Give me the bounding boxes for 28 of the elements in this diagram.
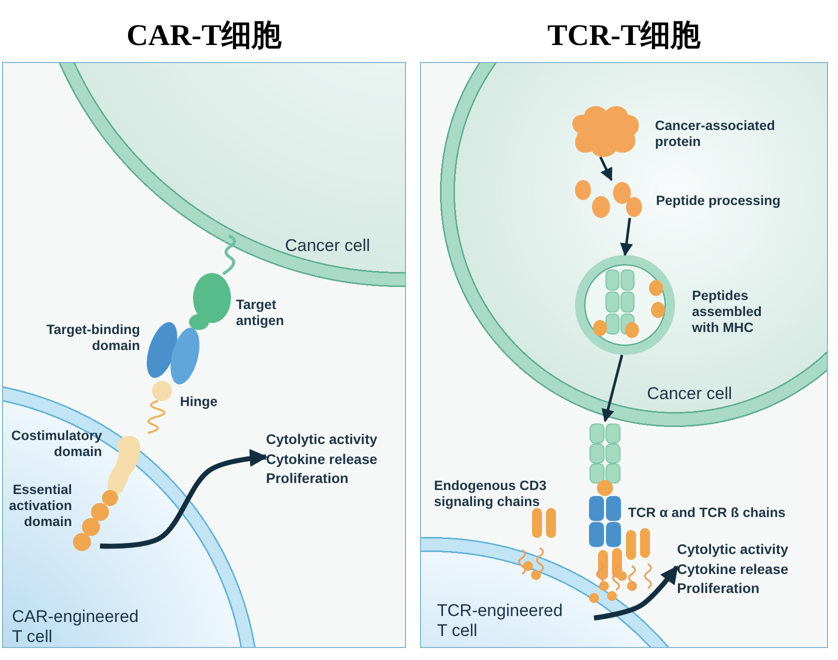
- panel-title: CAR-T细胞: [126, 18, 283, 54]
- tcr-complex-drawing: [586, 421, 624, 549]
- outcome-text: Cytolytic activity: [677, 540, 790, 559]
- part-label: Target antigen: [236, 297, 286, 329]
- part-label: Target-binding domain: [46, 322, 140, 354]
- cell-label: Cancer cell: [647, 384, 734, 404]
- part-label: Essential activation domain: [8, 482, 72, 530]
- outcome-text: Proliferation: [266, 469, 350, 488]
- peptide-cluster: [574, 180, 642, 218]
- arrow: [100, 449, 268, 549]
- arrow: [620, 218, 633, 256]
- arrow: [599, 156, 613, 182]
- outcome-text: Cytokine release: [266, 450, 378, 469]
- outcome-text: Proliferation: [677, 579, 760, 598]
- step-label: Cancer-associated protein: [655, 118, 776, 150]
- outcome-text: Cytokine release: [677, 560, 790, 579]
- cell-label: Cancer cell: [285, 236, 372, 256]
- part-label: Hinge: [180, 394, 219, 410]
- cell-label: TCR-engineered T cell: [437, 601, 564, 641]
- panel-title: TCR-T细胞: [546, 18, 702, 54]
- part-label: TCR α and TCR ß chains: [628, 505, 787, 521]
- part-label: Endogenous CD3 signaling chains: [434, 478, 548, 510]
- arrow: [602, 354, 624, 422]
- step-label: Peptides assembled with MHC: [692, 288, 763, 336]
- cell-label: CAR-engineered T cell: [12, 607, 140, 647]
- outcome-text: Cytolytic activity: [266, 430, 378, 449]
- step-label: Peptide processing: [656, 193, 782, 209]
- arrow: [594, 566, 679, 620]
